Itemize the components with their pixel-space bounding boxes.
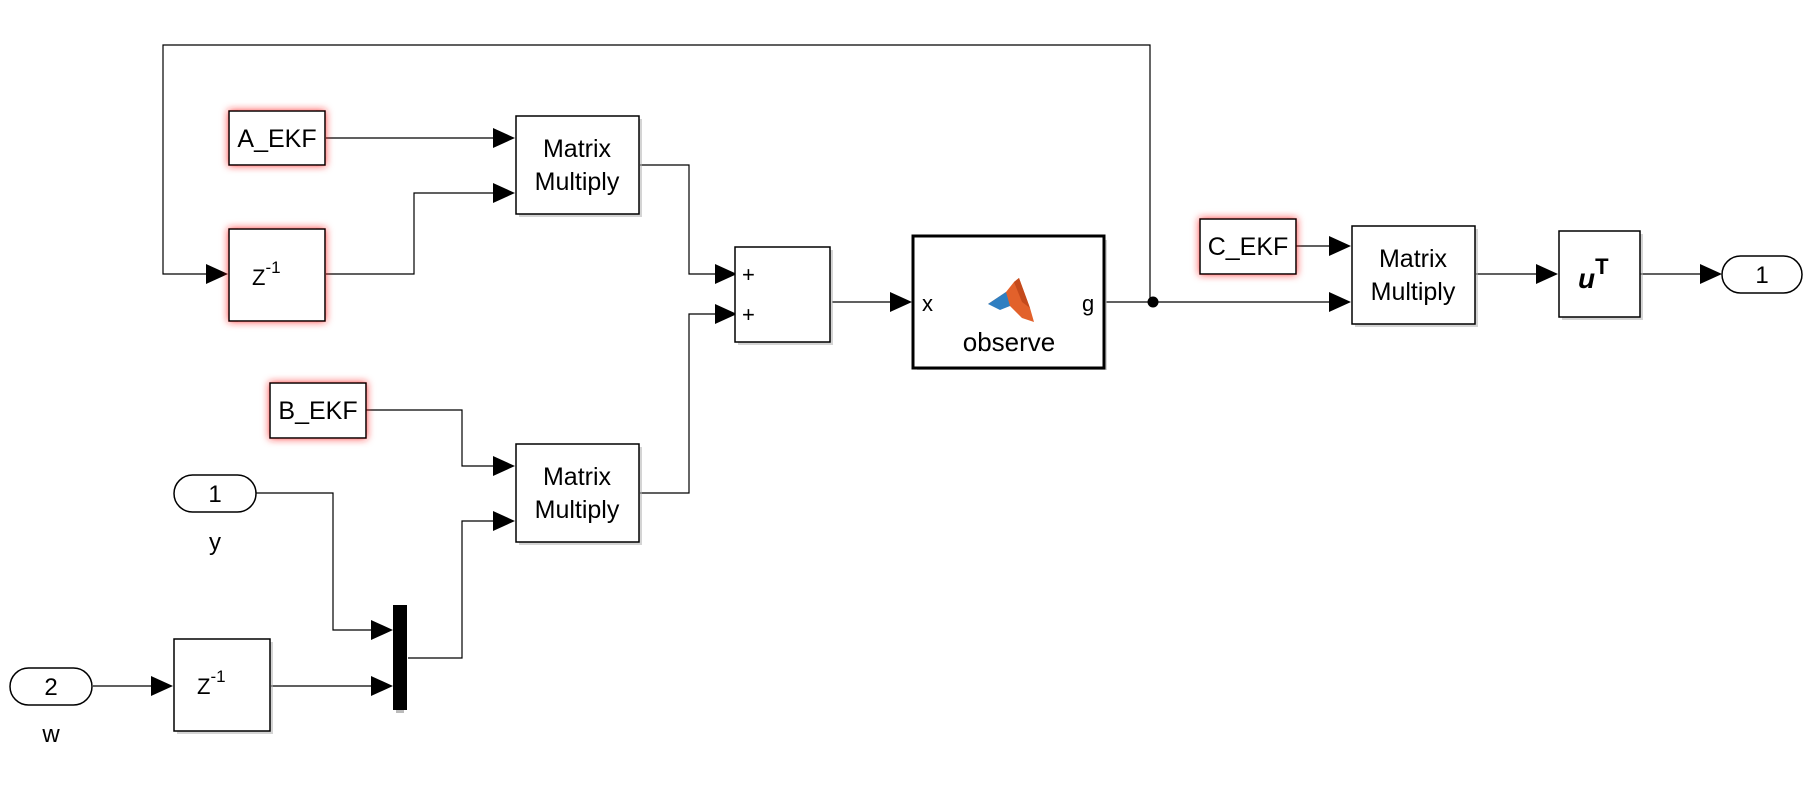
matrix-multiply-bottom-block[interactable]: Matrix Multiply [515,443,642,545]
arrowhead [1329,292,1351,312]
arrowhead [493,128,515,148]
feedback-wire[interactable] [162,44,1151,302]
outport-number: 1 [1755,262,1768,289]
transpose-block[interactable]: uT [1558,230,1643,320]
arrowhead [371,676,393,696]
delay-top-z: Z-1 [252,258,281,290]
arrowhead [890,292,912,312]
arrowhead [1536,264,1558,284]
a-ekf-label: A_EKF [237,125,316,153]
sum-block[interactable]: + + [734,246,833,345]
b-ekf-constant-block[interactable]: B_EKF [269,382,367,439]
matmul-right-line2: Multiply [1371,278,1456,306]
transpose-symbol: uT [1578,254,1609,294]
arrowhead [1700,264,1722,284]
wire-y-to-mux[interactable] [256,492,375,631]
inport-w-number: 2 [44,674,57,701]
delay-bottom-z: Z-1 [197,667,226,699]
arrowhead [715,304,737,324]
inport-y-number: 1 [208,481,221,508]
branch-point [1147,296,1159,308]
matrix-multiply-right-block[interactable]: Matrix Multiply [1351,225,1478,327]
arrowhead [493,511,515,531]
wire-b-ekf[interactable] [366,409,497,467]
matmul-right-line1: Matrix [1379,245,1448,273]
observe-in-port-x: x [922,291,933,316]
sum-sign-2: + [742,302,755,327]
matrix-multiply-top-block[interactable]: Matrix Multiply [515,115,642,217]
arrowhead [493,456,515,476]
delay-top-exp: -1 [265,258,280,277]
mux-block[interactable] [393,605,407,713]
sum-sign-1: + [742,262,755,287]
arrowhead [715,264,737,284]
delay-bottom-exp: -1 [210,667,225,686]
inport-w-name: w [41,721,60,748]
inport-y-name: y [209,529,221,556]
wire-matmul-top-to-sum[interactable] [640,164,720,275]
wire-mux-to-matmul[interactable] [408,520,497,659]
arrowhead [1329,236,1351,256]
transpose-exp: T [1595,254,1609,279]
delay-bottom-base: Z [197,674,210,699]
observe-label: observe [963,327,1056,357]
arrowhead [206,264,228,284]
a-ekf-constant-block[interactable]: A_EKF [228,110,326,166]
matmul-top-line2: Multiply [535,168,620,196]
unit-delay-bottom-block[interactable]: Z-1 [173,638,273,734]
arrowhead [371,620,393,640]
matlab-logo-icon [988,278,1034,322]
arrowhead [151,676,173,696]
c-ekf-constant-block[interactable]: C_EKF [1199,218,1297,275]
wire-matmul-bottom-to-sum[interactable] [640,313,720,494]
delay-top-base: Z [252,265,265,290]
observe-matlab-function-block[interactable]: x g observe [911,234,1107,370]
c-ekf-label: C_EKF [1208,233,1289,261]
observe-out-port-g: g [1082,291,1094,316]
inport-1-y[interactable]: 1 y [173,474,257,556]
wire-delay-top[interactable] [326,192,497,275]
signal-lines [93,44,1704,687]
matmul-bottom-line2: Multiply [535,496,620,524]
matmul-top-line1: Matrix [543,135,612,163]
matmul-bottom-line1: Matrix [543,463,612,491]
arrowhead [493,183,515,203]
transpose-base: u [1578,263,1595,294]
b-ekf-label: B_EKF [278,397,357,425]
inport-2-w[interactable]: 2 w [9,667,93,748]
unit-delay-top-block[interactable]: Z-1 [228,228,326,322]
outport-1[interactable]: 1 [1721,255,1803,294]
arrowheads [151,128,1722,696]
